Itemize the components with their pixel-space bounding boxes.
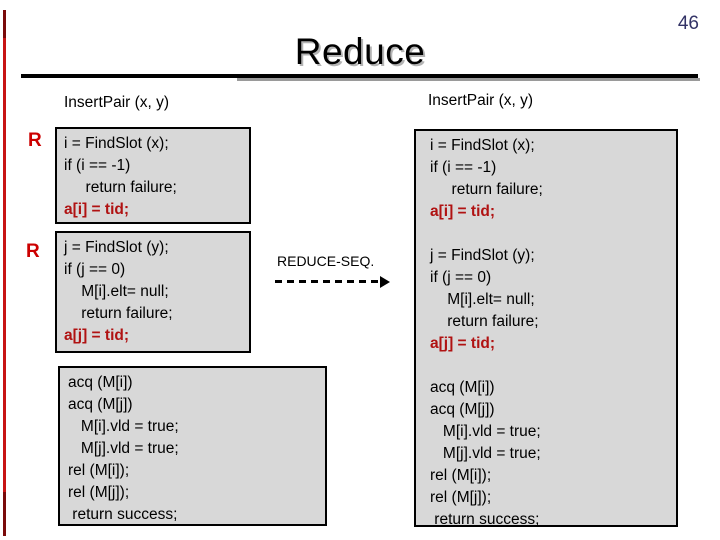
code-line: return success;: [430, 511, 540, 527]
right-column-header: InsertPair (x, y): [428, 92, 534, 109]
code-line-blank: [430, 355, 676, 377]
page-number: 46: [677, 13, 699, 34]
title-divider-shadow: [237, 78, 700, 81]
code-line-blank: [430, 223, 676, 245]
code-line: rel (M[j]);: [430, 489, 492, 506]
code-line: j = FindSlot (y);: [430, 247, 535, 264]
code-line: return failure;: [430, 313, 539, 330]
code-line: i = FindSlot (x);: [64, 135, 169, 152]
code-line: rel (M[j]);: [68, 484, 130, 501]
code-line-highlight: a[j] = tid;: [64, 327, 130, 344]
code-line-highlight: a[i] = tid;: [430, 203, 496, 220]
code-line: acq (M[j]): [430, 401, 495, 418]
reduce-seq-label: REDUCE-SEQ.: [277, 253, 375, 269]
code-line: M[i].elt= null;: [430, 291, 535, 308]
code-line: M[j].vld = true;: [430, 445, 541, 462]
code-line: acq (M[i]): [430, 379, 495, 396]
code-line: j = FindSlot (y);: [64, 239, 169, 256]
code-line: if (j == 0): [430, 269, 492, 286]
r-label-1: R: [28, 130, 42, 151]
left-code-block-2: j = FindSlot (y); if (j == 0) M[i].elt= …: [55, 231, 251, 353]
slide-title: Reduce: [294, 31, 426, 72]
r-label-2: R: [26, 241, 40, 262]
dashed-arrow-head-icon: [380, 276, 390, 288]
dashed-arrow-line: [275, 280, 380, 283]
code-line: acq (M[j]): [68, 396, 133, 413]
code-line-highlight: a[i] = tid;: [64, 201, 130, 218]
code-line: return success;: [68, 506, 178, 523]
code-line: return failure;: [430, 181, 543, 198]
code-line-highlight: a[j] = tid;: [430, 335, 496, 352]
code-line: i = FindSlot (x);: [430, 137, 535, 154]
code-line: if (i == -1): [64, 157, 131, 174]
code-line: return failure;: [64, 179, 177, 196]
left-accent-bar: [3, 10, 6, 536]
code-line: M[j].vld = true;: [68, 440, 179, 457]
code-line: M[i].elt= null;: [64, 283, 169, 300]
left-column-header: InsertPair (x, y): [64, 94, 170, 111]
left-code-block-3: acq (M[i]) acq (M[j]) M[i].vld = true; M…: [58, 366, 327, 526]
code-line: if (i == -1): [430, 159, 497, 176]
code-line: acq (M[i]): [68, 374, 133, 391]
left-code-block-1: i = FindSlot (x); if (i == -1) return fa…: [55, 127, 251, 224]
code-line: rel (M[i]);: [430, 467, 492, 484]
code-line: M[i].vld = true;: [68, 418, 179, 435]
code-line: return failure;: [64, 305, 173, 322]
right-code-block: i = FindSlot (x); if (i == -1) return fa…: [414, 129, 678, 527]
code-line: rel (M[i]);: [68, 462, 130, 479]
title-divider-line: [21, 74, 698, 78]
code-line: M[i].vld = true;: [430, 423, 541, 440]
code-line: if (j == 0): [64, 261, 126, 278]
